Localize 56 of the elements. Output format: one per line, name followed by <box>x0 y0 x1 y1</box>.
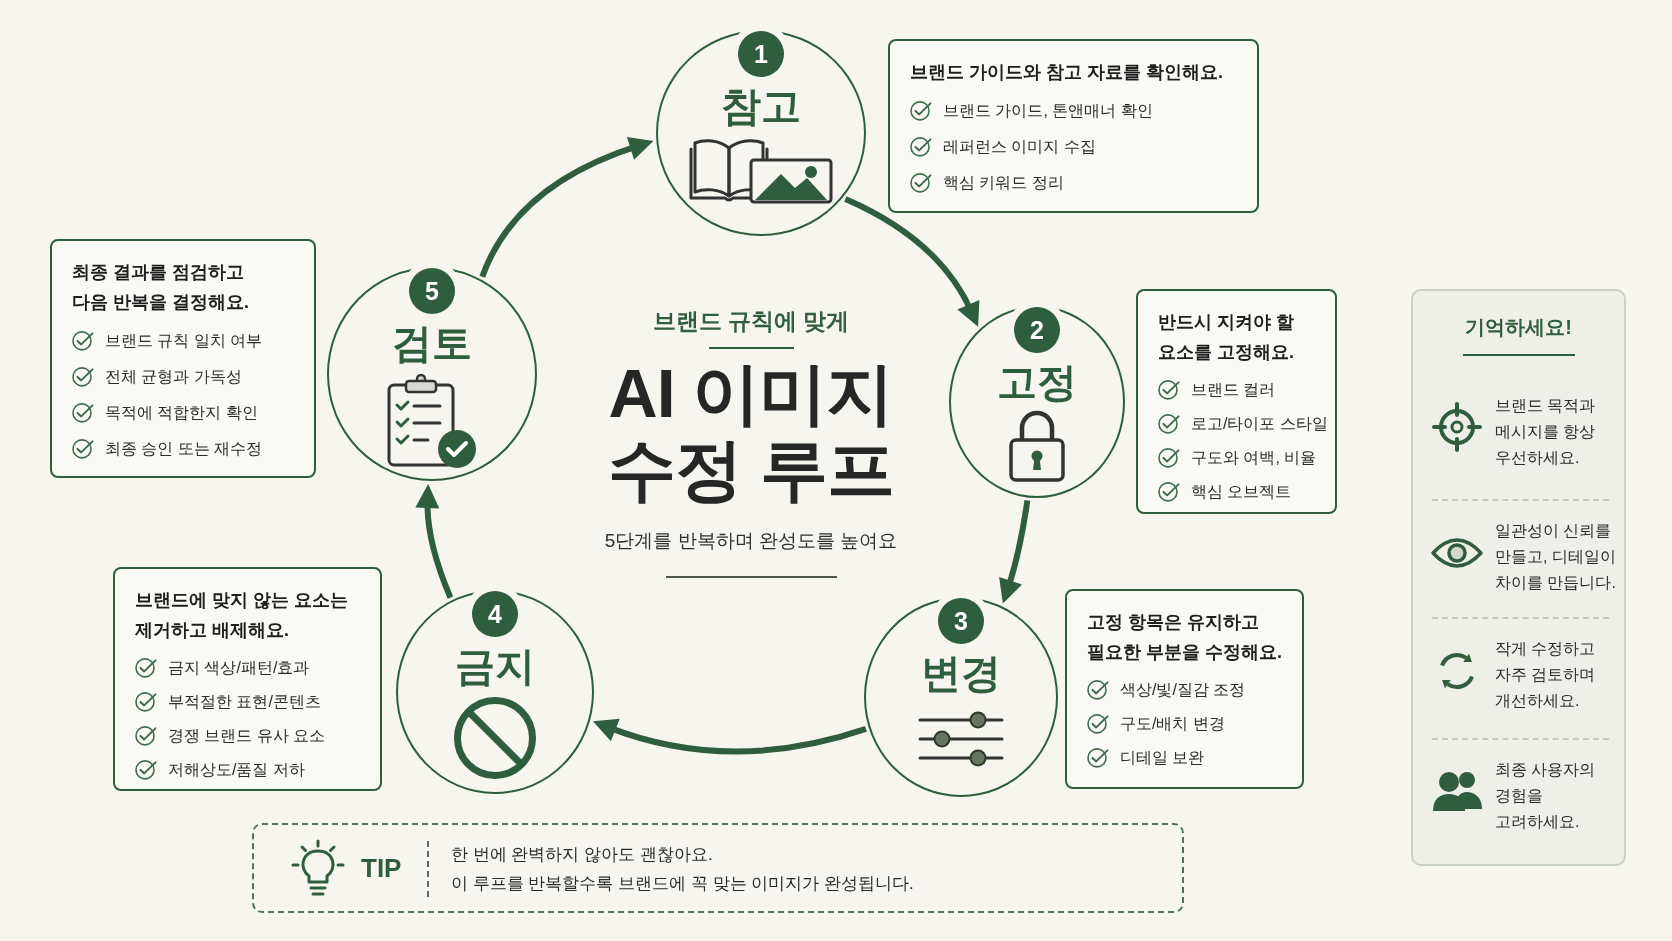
checklist-item: 저해상도/품질 저하 <box>168 760 305 780</box>
step-title: 변경 <box>921 650 1001 697</box>
subtitle: 5단계를 반복하며 완성도를 높여요 <box>604 529 898 553</box>
checklist-item: 핵심 오브젝트 <box>1191 482 1292 502</box>
panel-heading: 기억하세요! <box>1465 315 1572 340</box>
arrow <box>999 499 1031 604</box>
arrow <box>479 136 654 278</box>
box-heading: 브랜드에 맞지 않는 요소는 제거하고 배제해요. <box>135 589 349 642</box>
checklist-item: 핵심 키워드 정리 <box>943 173 1064 193</box>
checklist-item: 전체 균형과 가독성 <box>105 367 242 387</box>
info-box <box>888 39 1259 213</box>
tip-text: 한 번에 완벽하지 않아도 괜찮아요. <box>451 844 713 866</box>
step-circle <box>327 267 537 481</box>
checklist-item: 디테일 보완 <box>1120 748 1205 768</box>
panel-text: 브랜드 목적과 메시지를 항상 우선하세요. <box>1495 396 1597 468</box>
step-circle <box>396 590 594 794</box>
kicker-text: 브랜드 규칙에 맞게 <box>652 307 850 336</box>
box-heading: 최종 결과를 점검하고 다음 반복을 결정해요. <box>72 261 250 314</box>
checklist-item: 레퍼런스 이미지 수집 <box>943 137 1096 157</box>
info-box <box>1065 589 1304 789</box>
step-circle <box>864 597 1058 797</box>
step-title: 금지 <box>455 643 535 690</box>
panel-text: 작게 수정하고 자주 검토하며 개선하세요. <box>1495 639 1597 711</box>
checklist-item: 구도/배치 변경 <box>1120 714 1225 734</box>
tips-panel <box>1411 289 1626 866</box>
checklist-item: 목적에 적합한지 확인 <box>105 403 258 423</box>
checklist-item: 부적절한 표현/콘텐츠 <box>168 692 321 712</box>
info-box <box>1136 289 1337 514</box>
step-circle <box>949 306 1125 498</box>
panel-text: 일관성이 신뢰를 만들고, 디테일이 차이를 만듭니다. <box>1495 521 1617 593</box>
checklist-item: 금지 색상/패턴/효과 <box>168 658 310 678</box>
arrow <box>415 483 454 599</box>
checklist-item: 브랜드 컬러 <box>1191 380 1276 400</box>
box-heading: 고정 항목은 유지하고 필요한 부분을 수정해요. <box>1087 611 1283 664</box>
info-box <box>50 239 316 478</box>
checklist-item: 최종 승인 또는 재수정 <box>105 439 263 459</box>
tip-box <box>252 823 1184 913</box>
step-circle <box>656 30 866 236</box>
panel-text: 최종 사용자의 경험을 고려하세요. <box>1495 760 1597 832</box>
tip-text: 이 루프를 반복할수록 브랜드에 꼭 맞는 이미지가 완성됩니다. <box>451 873 914 895</box>
title: AI 이미지 수정 루프 <box>607 355 895 507</box>
step-title: 검토 <box>392 320 472 367</box>
box-heading: 반드시 지켜야 할 요소를 고정해요. <box>1158 311 1295 364</box>
checklist-item: 색상/빛/질감 조정 <box>1120 680 1246 700</box>
info-box <box>113 567 382 791</box>
checklist-item: 구도와 여백, 비율 <box>1191 448 1317 468</box>
checklist-item: 경쟁 브랜드 유사 요소 <box>168 726 326 746</box>
checklist-item: 브랜드 규칙 일치 여부 <box>105 331 263 351</box>
step-title: 고정 <box>997 359 1077 406</box>
checklist-item: 브랜드 가이드, 톤앤매너 확인 <box>943 101 1153 121</box>
arrow <box>844 196 980 327</box>
box-heading: 브랜드 가이드와 참고 자료를 확인해요. <box>910 61 1224 84</box>
checklist-item: 로고/타이포 스타일 <box>1191 414 1328 434</box>
tip-label: TIP <box>361 852 402 884</box>
arrow <box>593 718 867 755</box>
step-title: 참고 <box>721 83 801 130</box>
